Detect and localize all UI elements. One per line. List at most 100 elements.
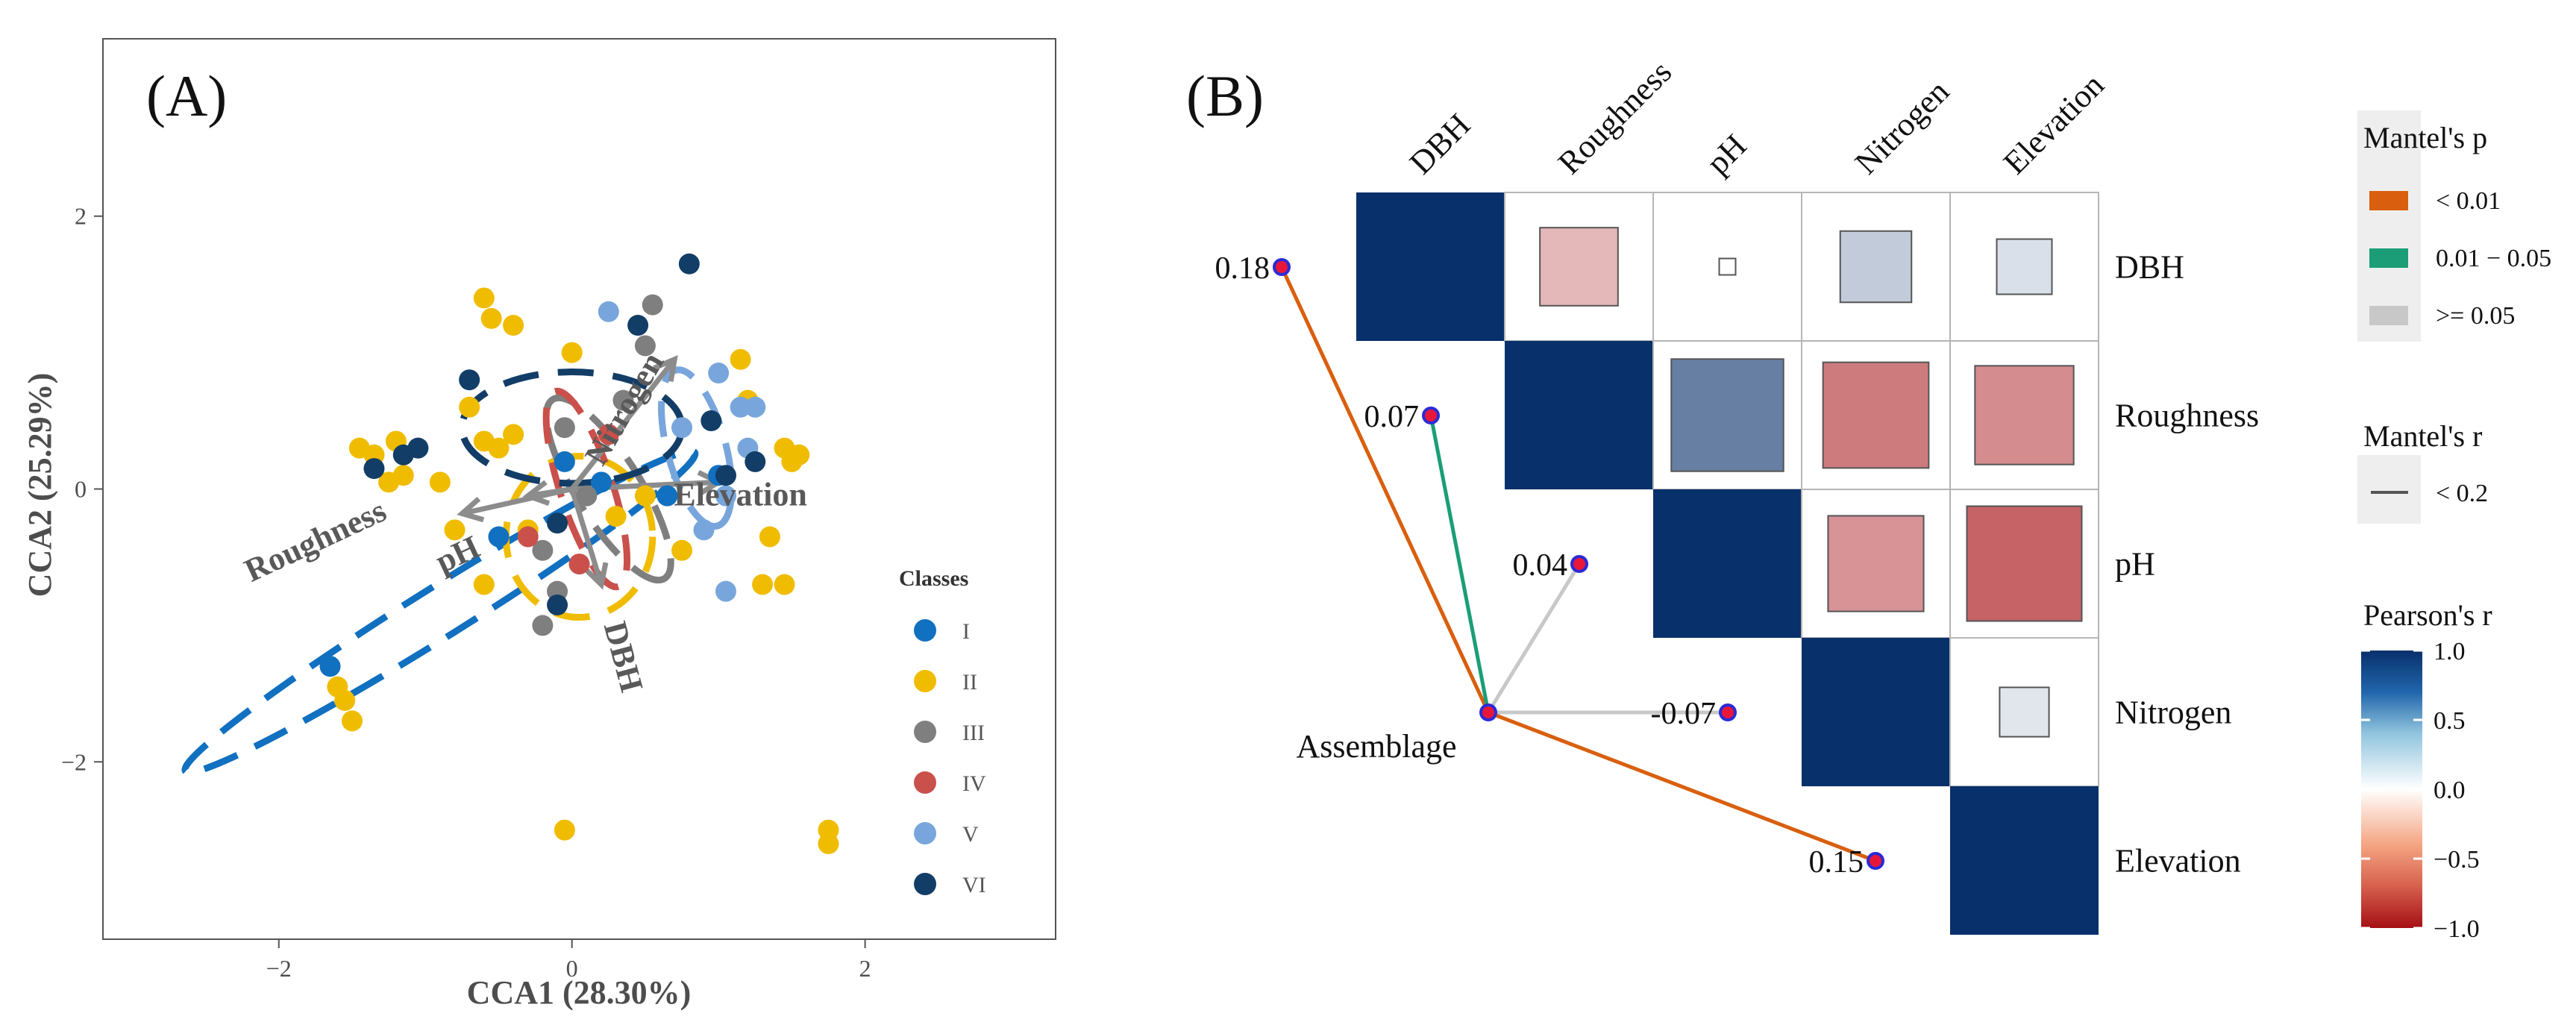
mantel-p-swatch: [2369, 191, 2408, 210]
point-class-IV: [598, 424, 619, 445]
point-class-III: [576, 485, 598, 507]
column-label-elevation: Elevation: [1996, 66, 2111, 181]
point-class-V: [715, 580, 736, 602]
legend-key-class-III: [914, 721, 936, 743]
point-class-II: [503, 424, 524, 445]
mantel-r-label-dbh: 0.18: [1215, 251, 1270, 286]
point-class-II: [554, 819, 575, 841]
point-class-VI: [701, 410, 722, 432]
point-class-IV: [568, 554, 590, 575]
arrow-dbh: [569, 488, 604, 586]
point-class-II: [634, 485, 656, 507]
row-label-dbh: DBH: [2115, 249, 2184, 286]
mantel-r-label-elevation: 0.15: [1809, 845, 1864, 880]
mantel-node-nitrogen: [1719, 703, 1737, 721]
legend-key-class-I: [914, 619, 936, 642]
mantel-r-item-label: < 0.2: [2436, 480, 2488, 507]
mantel-node-dbh: [1273, 258, 1291, 276]
mantel-p-item-label: < 0.01: [2436, 187, 2501, 215]
pearson-tick-label: 0.5: [2434, 707, 2466, 735]
y-tick-label: 2: [75, 203, 87, 230]
point-class-III: [642, 294, 663, 316]
row-label-elevation: Elevation: [2115, 843, 2241, 880]
assemblage-node: [1479, 703, 1497, 721]
point-class-II: [334, 689, 356, 711]
mantel-links: 0.180.070.04-0.070.15: [1215, 251, 1884, 880]
point-class-II: [473, 574, 495, 595]
x-tick-label: 2: [859, 955, 871, 982]
mantel-link-elevation: [1488, 710, 1876, 863]
point-class-III: [612, 389, 634, 411]
point-class-II: [730, 348, 751, 370]
row-label-ph: pH: [2115, 546, 2155, 583]
legend-label-class-III: III: [962, 721, 985, 745]
env-arrows: [457, 355, 724, 590]
point-class-VI: [363, 458, 385, 480]
point-class-VI: [547, 512, 568, 534]
cell-square: [1670, 358, 1784, 472]
point-class-I: [590, 471, 612, 493]
pearson-tick-label: 1.0: [2434, 638, 2466, 665]
mantel-r-title: Mantel's r: [2363, 419, 2482, 453]
mantel-p-item-label: >= 0.05: [2436, 302, 2515, 330]
pearson-title: Pearson's r: [2363, 598, 2492, 632]
sample-points: [319, 253, 839, 854]
point-class-II: [759, 526, 780, 548]
mantel-r-label-nitrogen: -0.07: [1651, 697, 1717, 731]
pearson-colorbar: [2361, 651, 2422, 928]
cell-square: [1966, 505, 2083, 622]
cell-diagonal: [1356, 192, 1505, 341]
pearson-ticks: 1.00.50.0−0.5−1.0: [2361, 638, 2480, 943]
point-class-VI: [627, 315, 649, 336]
mantel-r-label-roughness: 0.07: [1364, 400, 1420, 434]
point-class-II: [789, 444, 810, 466]
cell-square: [1999, 686, 2050, 738]
legend-label-class-VI: VI: [962, 873, 986, 897]
point-class-IV: [517, 526, 539, 548]
point-class-VI: [745, 451, 766, 472]
y-axis-label: CCA2 (25.29%): [22, 373, 58, 598]
point-class-II: [752, 574, 774, 595]
row-label-roughness: Roughness: [2115, 398, 2259, 434]
correlation-cells: [1356, 192, 2099, 935]
cell-square: [1718, 257, 1737, 276]
point-class-V: [730, 396, 751, 418]
point-class-VI: [678, 253, 700, 275]
point-class-V: [745, 396, 766, 418]
y-tick-label: 0: [75, 476, 87, 503]
point-class-V: [671, 417, 693, 439]
mantel-link-roughness: [1429, 415, 1491, 713]
point-class-II: [378, 471, 400, 493]
cell-square: [1996, 238, 2053, 295]
legend-key-class-II: [914, 670, 936, 692]
point-class-II: [774, 574, 795, 595]
cell-diagonal: [1653, 489, 1802, 638]
classes-legend-title: Classes: [899, 566, 968, 591]
column-label-roughness: Roughness: [1551, 54, 1679, 181]
cell-square: [1974, 365, 2075, 466]
point-class-II: [341, 710, 363, 732]
point-class-II: [503, 315, 524, 336]
y-tick-label: −2: [61, 748, 87, 775]
legend-label-class-II: II: [962, 670, 977, 695]
x-axis-label: CCA1 (28.30%): [467, 974, 692, 1011]
cell-square: [1822, 361, 1930, 469]
point-class-II: [605, 506, 627, 527]
mantel-node-elevation: [1867, 852, 1884, 870]
pearson-tick-label: −1.0: [2434, 915, 2480, 943]
legend-key-class-V: [914, 822, 936, 844]
panel-a-tag: (A): [146, 63, 227, 128]
point-class-II: [459, 396, 480, 418]
arrow-label-elevation: Elevation: [674, 476, 806, 512]
point-class-II: [818, 833, 839, 854]
cell-square: [1839, 230, 1913, 304]
ellipse-class-I: [181, 448, 699, 776]
point-class-I: [554, 451, 575, 472]
mantel-p-item-label: 0.01 − 0.05: [2436, 245, 2551, 272]
mantel-r-key-bg: [2357, 455, 2421, 524]
